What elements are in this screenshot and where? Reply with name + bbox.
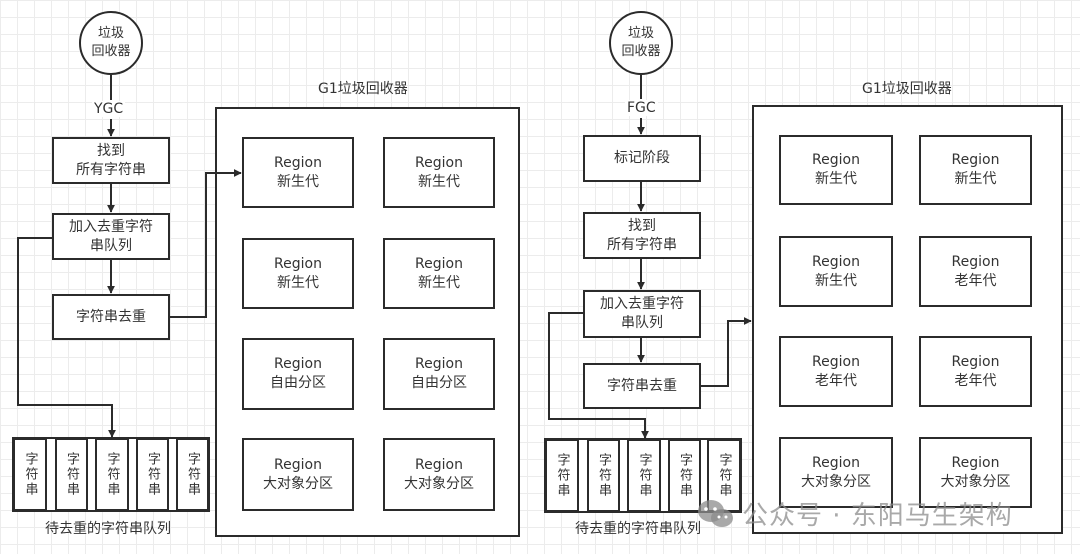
region-name: Region [415,356,463,372]
left-step-find-strings: 找到 所有字符串 [52,137,170,184]
region-type: 新生代 [815,272,857,289]
wechat-icon [696,498,736,530]
watermark: 公众号 · 东阳马生架构 [696,495,1013,532]
left-step-dedup-label: 字符串去重 [76,308,146,325]
region-name: Region [415,255,463,272]
right-region: Region 老年代 [779,336,893,407]
right-step-mark: 标记阶段 [583,135,701,182]
left-region: Region 新生代 [383,238,495,309]
right-region: Region 老年代 [919,336,1032,407]
region-type: 新生代 [277,173,319,190]
region-name: Region [415,154,463,171]
region-type: 老年代 [954,272,997,289]
left-queue-caption: 待去重的字符串队列 [45,521,171,537]
region-type: 自由分区 [411,375,467,391]
left-region: Region 自由分区 [383,338,495,410]
region-name: Region [812,253,860,270]
region-name: Region [951,353,1000,370]
left-collector-label: 垃圾 回收器 [91,26,131,59]
right-queue-item: 字符串 [627,439,661,512]
right-region: Region 大对象分区 [919,437,1032,508]
region-type: 大对象分区 [404,475,474,492]
right-step-enqueue: 加入去重字符 串队列 [583,290,701,338]
region-name: Region [951,253,1000,270]
right-step-find-strings: 找到 所有字符串 [583,212,701,259]
left-queue-item: 字符串 [136,438,169,511]
region-name: Region [274,154,322,171]
right-step-dedup: 字符串去重 [583,363,701,409]
right-region: Region 老年代 [919,236,1032,307]
right-step-dedup-label: 字符串去重 [607,377,677,394]
region-name: Region [274,356,322,372]
region-name: Region [812,353,860,370]
left-region: Region 自由分区 [242,338,354,410]
left-queue-item: 字符串 [55,438,88,511]
region-name: Region [415,456,463,473]
region-type: 大对象分区 [940,473,1011,490]
region-name: Region [812,152,860,168]
right-region: Region 新生代 [779,135,893,205]
left-queue-item: 字符串 [95,438,129,511]
region-type: 新生代 [815,171,857,187]
left-step-dedup: 字符串去重 [52,294,170,340]
region-type: 老年代 [815,372,857,389]
right-queue-item: 字符串 [545,439,579,512]
left-region: Region 新生代 [242,137,354,208]
region-type: 自由分区 [270,375,326,391]
right-region: Region 新生代 [779,236,893,307]
right-step-find-strings-label: 找到 所有字符串 [607,217,677,253]
region-name: Region [951,454,1000,471]
region-type: 新生代 [954,171,997,187]
region-type: 新生代 [277,274,319,291]
region-name: Region [812,454,860,471]
region-type: 大对象分区 [263,475,333,492]
right-queue-caption: 待去重的字符串队列 [575,521,701,537]
left-string-queue: 字符串 字符串 字符串 字符串 字符串 [13,438,209,511]
right-trigger-label: FGC [625,100,658,116]
left-region: Region 大对象分区 [242,438,354,511]
left-step-find-strings-label: 找到 所有字符串 [76,142,146,178]
left-region: Region 大对象分区 [383,438,495,511]
right-region: Region 大对象分区 [779,437,893,508]
region-name: Region [274,456,322,473]
right-step-enqueue-label: 加入去重字符 串队列 [600,296,684,331]
left-trigger-label: YGC [92,101,126,117]
region-name: Region [951,152,1000,168]
right-queue-item: 字符串 [587,439,620,512]
left-queue-item: 字符串 [13,438,47,511]
left-region: Region 新生代 [242,238,354,309]
right-collector-node: 垃圾 回收器 [609,11,673,75]
region-name: Region [274,255,322,272]
edge-right-dedup-to-g1 [701,317,752,387]
left-queue-item: 字符串 [176,438,209,511]
left-step-enqueue: 加入去重字符 串队列 [52,213,170,260]
region-type: 老年代 [954,372,997,389]
watermark-text: 公众号 · 东阳马生架构 [742,501,1013,531]
right-region: Region 新生代 [919,135,1032,205]
right-collector-label: 垃圾 回收器 [621,26,661,59]
left-g1-title: G1垃圾回收器 [318,81,408,97]
left-step-enqueue-label: 加入去重字符 串队列 [69,218,153,254]
region-type: 新生代 [418,274,460,291]
left-collector-node: 垃圾 回收器 [79,11,143,75]
right-g1-title: G1垃圾回收器 [862,81,952,97]
region-type: 大对象分区 [801,473,871,490]
left-region: Region 新生代 [383,137,495,208]
right-step-mark-label: 标记阶段 [614,150,670,166]
region-type: 新生代 [418,173,460,190]
